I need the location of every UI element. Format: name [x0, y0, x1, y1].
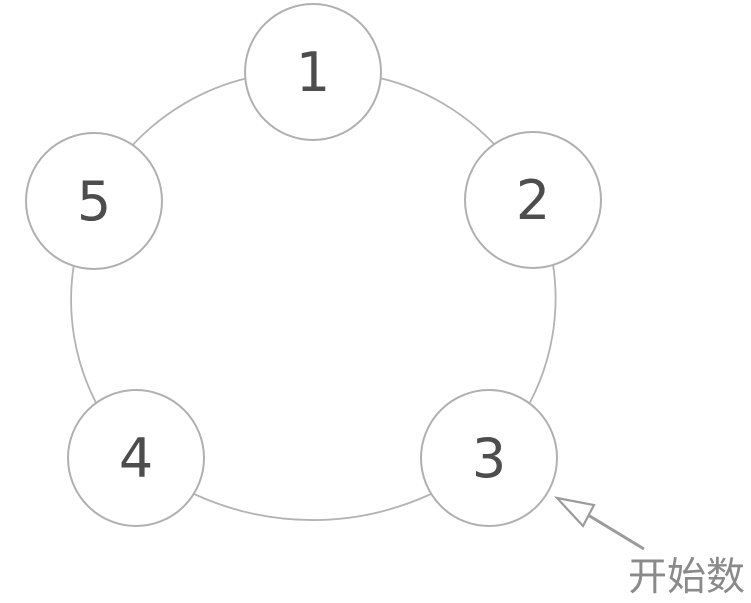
- node-1-label: 1: [296, 41, 330, 104]
- node-5-circle: [25, 132, 163, 270]
- start-arrow-shaft: [587, 513, 645, 551]
- node-4: 4: [67, 389, 205, 527]
- node-1-circle: [244, 3, 382, 141]
- start-arrow: [553, 496, 645, 551]
- node-2: 2: [464, 131, 602, 269]
- node-4-circle: [67, 389, 205, 527]
- node-2-label: 2: [516, 169, 550, 232]
- node-5-label: 5: [77, 170, 111, 233]
- node-3: 3: [420, 389, 558, 527]
- start-arrow-head-icon: [553, 496, 596, 528]
- node-3-circle: [420, 389, 558, 527]
- start-label: 开始数: [628, 555, 745, 600]
- node-3-label: 3: [472, 427, 506, 490]
- node-5: 5: [25, 132, 163, 270]
- node-4-label: 4: [119, 427, 153, 490]
- node-2-circle: [464, 131, 602, 269]
- node-1: 1: [244, 3, 382, 141]
